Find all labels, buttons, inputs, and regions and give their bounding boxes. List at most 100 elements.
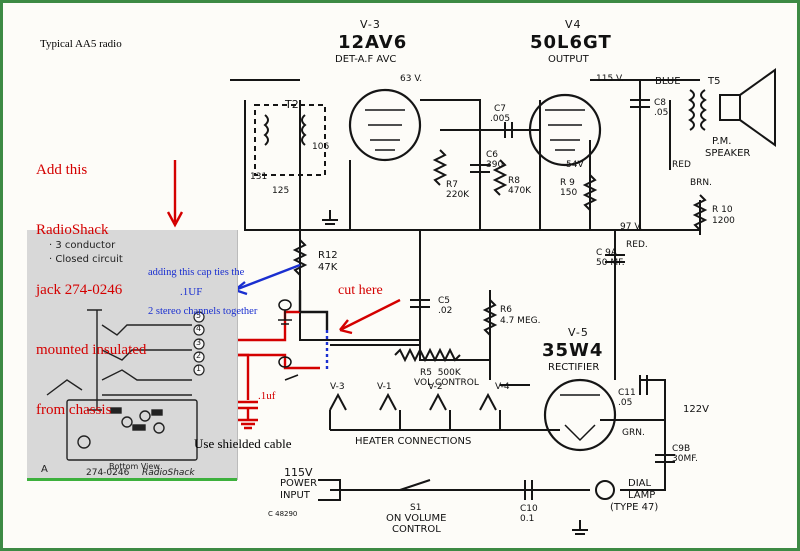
dial-label-2: LAMP xyxy=(628,490,656,501)
power-label-1: 115V xyxy=(284,466,313,479)
add-jack-note: Add this RadioShack jack 274-0246 mounte… xyxy=(36,162,147,418)
t2-enclosure xyxy=(254,104,326,176)
mod-wire-a xyxy=(195,310,300,342)
t2-106: 106 xyxy=(312,142,330,152)
heater-v3: V-3 xyxy=(330,382,345,392)
c5-cap xyxy=(410,299,430,308)
cap-label-upper: .1UF xyxy=(180,286,203,298)
c9a-value: 50 MF. xyxy=(596,258,625,268)
t2-131: 131 xyxy=(250,172,268,182)
c9b-value: 30MF. xyxy=(672,454,698,464)
wire-ground-rail xyxy=(244,100,700,231)
blue-label: BLUE xyxy=(655,76,681,87)
r10-value: 1200 xyxy=(712,216,735,226)
voltage-122: 122V xyxy=(683,404,709,415)
page-title: Typical AA5 radio xyxy=(40,38,122,50)
tube-v5-func: RECTIFIER xyxy=(548,362,600,373)
drawing-ref: C 48290 xyxy=(268,510,298,518)
r7-resistor xyxy=(432,149,448,186)
c7-value: .005 xyxy=(490,114,511,124)
r5-pot xyxy=(394,347,461,363)
pm-label: P.M. xyxy=(712,136,732,147)
cut-here-label: cut here xyxy=(338,283,383,298)
red-label: RED xyxy=(672,160,691,170)
tube-v3-func: DET-A.F AVC xyxy=(335,54,397,65)
c10-label: C10 xyxy=(520,504,538,514)
tube-v4-id: V4 xyxy=(565,18,582,31)
voltage-54: 54V xyxy=(566,160,584,170)
r9-value: 150 xyxy=(560,188,578,198)
c5-value: .02 xyxy=(438,306,453,316)
r12-resistor xyxy=(292,239,308,276)
jack-letter: A xyxy=(41,464,48,475)
cut-arrow-shaft xyxy=(339,298,401,332)
c7-label: C7 xyxy=(494,104,507,114)
c8-value: .05 xyxy=(654,108,669,118)
jack-closed-label: · Closed circuit xyxy=(49,254,123,265)
mod-cap-lower xyxy=(238,400,258,410)
r7-label: R7 xyxy=(446,180,458,190)
jack-bottom-view: Bottom View xyxy=(109,462,160,471)
r12-label: R12 xyxy=(318,250,338,261)
cap-note-arrow xyxy=(234,263,301,292)
tube-v3-type: 12AV6 xyxy=(338,32,408,53)
brn-label: BRN. xyxy=(690,178,713,188)
r6-resistor xyxy=(482,299,498,336)
jack-brand: RadioShack xyxy=(142,468,195,478)
c10-value: 0.1 xyxy=(520,514,535,524)
r10-label: R 10 xyxy=(712,205,733,215)
r7-value: 220K xyxy=(446,190,470,200)
speaker-label: SPEAKER xyxy=(705,148,751,159)
r8-resistor xyxy=(492,159,508,196)
r12-value: 47K xyxy=(318,262,338,273)
c9b-label: C9B xyxy=(672,444,691,454)
c11-value: .05 xyxy=(618,398,633,408)
tube-v5-type: 35W4 xyxy=(542,340,604,361)
t2-label: T2 xyxy=(285,98,299,111)
tube-v4-type: 50L6GT xyxy=(530,32,612,53)
grn-label: GRN. xyxy=(622,428,645,438)
voltage-63: 63 V. xyxy=(400,74,423,84)
dial-label-3: (TYPE 47) xyxy=(610,502,659,513)
speaker-magnet xyxy=(719,94,741,121)
c8-cap xyxy=(630,99,650,108)
tube-v5-id: V-5 xyxy=(568,326,589,339)
jack-drawing xyxy=(46,309,205,461)
tube-v5-envelope xyxy=(543,378,617,452)
dial-lamp xyxy=(595,480,615,500)
c9a-label: C 9A xyxy=(596,248,618,258)
power-label-3: INPUT xyxy=(280,490,310,501)
tube-v3-id: V-3 xyxy=(360,18,381,31)
s1-text-1: ON VOLUME xyxy=(386,513,447,524)
jack-pin-1: 1 xyxy=(196,364,202,373)
c6-label: C6 xyxy=(486,150,499,160)
r6-value: 4.7 MEG. xyxy=(500,316,541,326)
power-plug xyxy=(318,479,341,501)
jack-pin-5: 5 xyxy=(196,311,202,320)
r10-resistor xyxy=(692,194,708,231)
r8-label: R8 xyxy=(508,176,520,186)
s1-text-2: CONTROL xyxy=(392,524,441,535)
heater-v1: V-1 xyxy=(377,382,392,392)
voltage-97: 97 V. xyxy=(620,222,643,232)
speaker-cone xyxy=(739,68,776,147)
c6-cap xyxy=(470,164,490,173)
c11-cap xyxy=(639,375,648,395)
c7-cap xyxy=(504,122,513,138)
r6-label: R6 xyxy=(500,305,512,315)
jack-panel-base xyxy=(27,478,237,481)
r8-value: 470K xyxy=(508,186,532,196)
jack-photo-panel: · 3 conductor · Closed circuit 5 4 xyxy=(27,230,238,480)
r9-resistor xyxy=(582,174,598,211)
voltage-115: 115 V. xyxy=(596,74,624,84)
s1-switch xyxy=(399,479,431,491)
s1-label: S1 xyxy=(410,503,422,513)
dial-label-1: DIAL xyxy=(628,478,652,489)
heater-label: HEATER CONNECTIONS xyxy=(355,436,472,447)
c9b-cap xyxy=(655,454,675,463)
jack-pin-2: 2 xyxy=(196,351,202,360)
c11-label: C11 xyxy=(618,388,636,398)
power-label-2: POWER xyxy=(280,478,318,489)
jack-part-number: 274-0246 xyxy=(86,468,130,478)
